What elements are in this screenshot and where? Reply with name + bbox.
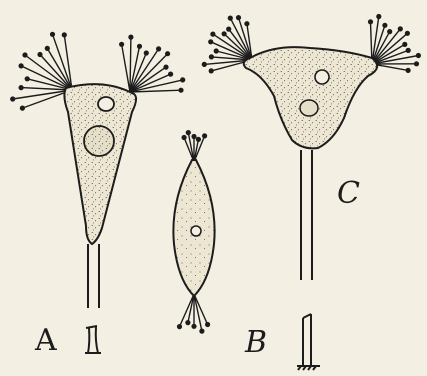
organism-c-tentacle-knob: [236, 15, 241, 20]
organism-b-tentacles-bottom: [177, 294, 210, 334]
organism-a-tentacle-knob: [137, 44, 142, 49]
organism-c-tentacle: [213, 34, 252, 60]
organism-c-tentacle-knob: [405, 31, 410, 36]
organism-a-tentacle-knob: [25, 76, 30, 81]
organism-a-tentacle-knob: [19, 63, 24, 68]
organism-b-tentacle-knob: [186, 130, 191, 135]
organism-a-tentacle-knob: [163, 65, 168, 70]
organism-b-tentacle-knob: [185, 320, 190, 325]
organism-a-tentacles-right: [119, 35, 185, 93]
organism-a-tentacle-knob: [168, 72, 173, 77]
organism-b-tentacle-knob: [205, 322, 210, 327]
organism-a-tentacle-knob: [156, 46, 161, 51]
organism-c-tentacle-knob: [210, 31, 215, 36]
organism-c-tentacle-knob: [382, 23, 387, 28]
organism-c-tentacle-knob: [209, 54, 214, 59]
organism-c-tentacle-knob: [368, 19, 373, 24]
organism-b-tentacle-knob: [202, 133, 207, 138]
organism-b-tentacle-knob: [177, 324, 182, 329]
organism-a-tentacle-knob: [20, 106, 25, 111]
organism-c-tentacle-knob: [202, 62, 207, 67]
organism-a: A: [10, 32, 185, 358]
organism-c-tentacle-knob: [416, 53, 421, 58]
label-b: B: [244, 325, 267, 360]
organism-c-tentacle-knob: [402, 42, 407, 47]
organism-a-tentacle-knob: [178, 88, 183, 93]
organism-a-tentacle-knob: [62, 32, 67, 37]
organism-b-tentacle-knob: [196, 137, 201, 142]
organism-c-tentacle-knob: [214, 48, 219, 53]
organism-b-tentacle: [184, 138, 194, 163]
organism-a-stalk: [88, 244, 99, 308]
organism-c-nucleus: [300, 100, 318, 116]
organism-c-stalk: [301, 150, 312, 280]
organism-a-tentacle-knob: [50, 32, 55, 37]
organism-c-tentacle-knob: [209, 68, 214, 73]
organism-a-contractile-vacuole: [98, 97, 114, 111]
organism-a-stalk-base: [85, 326, 101, 353]
organism-a-tentacles-left: [10, 32, 72, 111]
organism-a-tentacle: [130, 37, 131, 92]
label-c: C: [337, 176, 360, 211]
organism-c-tentacle-knob: [406, 48, 411, 53]
organism-b-tentacle: [194, 294, 208, 325]
organism-c-stalk-base: [297, 314, 320, 370]
organism-b-tentacle-knob: [191, 324, 196, 329]
organism-c-contractile-vacuole: [315, 70, 329, 84]
organism-a-tentacle-knob: [22, 52, 27, 57]
organism-a-tentacle-knob: [180, 77, 185, 82]
organism-c-tentacle-knob: [226, 27, 231, 32]
organism-c-tentacle-knob: [244, 21, 249, 26]
organism-c-tentacle-knob: [387, 29, 392, 34]
organism-a-tentacle-knob: [37, 52, 42, 57]
organism-c-tentacle-knob: [406, 68, 411, 73]
organism-a-tentacle-knob: [45, 46, 50, 51]
organism-c-tentacle-knob: [414, 61, 419, 66]
organism-c-tentacle-knob: [398, 26, 403, 31]
organism-b-tentacles-top: [182, 130, 208, 162]
organism-b-tentacle-knob: [199, 329, 204, 334]
organism-a-tentacle-knob: [144, 50, 149, 55]
organism-b-tentacle: [188, 294, 194, 323]
organism-b-tentacle-knob: [191, 134, 196, 139]
organism-c-tentacle-knob: [208, 39, 213, 44]
organism-c-tentacle-knob: [228, 16, 233, 21]
organism-a-tentacle-knob: [19, 85, 24, 90]
organism-a-tentacle: [13, 90, 72, 99]
organism-a-tentacle: [122, 44, 130, 92]
organism-c: C: [202, 14, 421, 370]
organism-b-tentacle-knob: [182, 135, 187, 140]
organism-a-tentacle: [130, 54, 168, 92]
organism-a-tentacle-knob: [128, 35, 133, 40]
organism-a-tentacle-knob: [10, 96, 15, 101]
organism-a-tentacle-knob: [119, 42, 124, 47]
organism-a-tentacle-knob: [165, 51, 170, 56]
organism-b: B: [173, 130, 267, 360]
label-a: A: [34, 323, 57, 358]
organism-c-tentacle-knob: [376, 14, 381, 19]
organism-b-nucleus: [191, 226, 201, 236]
organism-c-tentacle-knob: [222, 31, 227, 36]
